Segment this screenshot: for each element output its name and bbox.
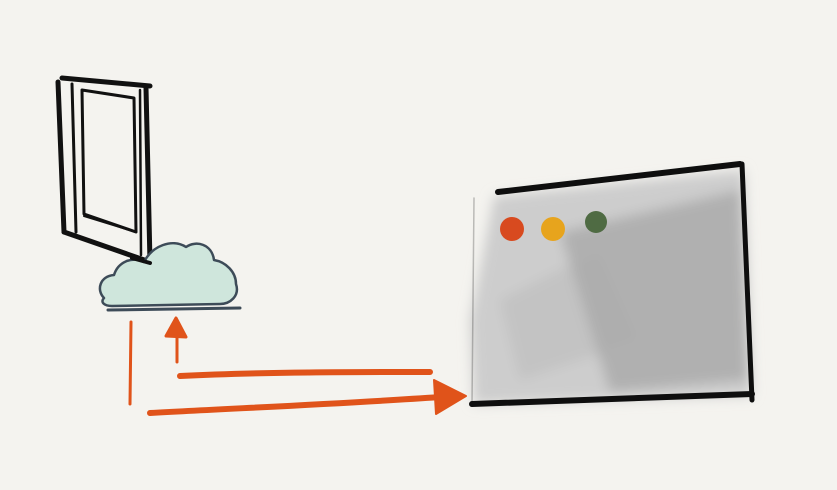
cloud-icon [98,242,242,312]
arrow-to-window [147,379,467,416]
zoom-light [585,211,607,233]
arrow-phone-to-cloud [164,316,188,364]
minimize-light [541,217,565,241]
line-from-cloud-down [128,320,133,406]
mobile-device-icon [55,75,153,265]
app-window-icon [469,161,755,407]
window-fill [470,170,752,404]
arrow-window-to-cloud [177,369,433,379]
close-light [500,217,524,241]
window-frame [469,161,755,407]
